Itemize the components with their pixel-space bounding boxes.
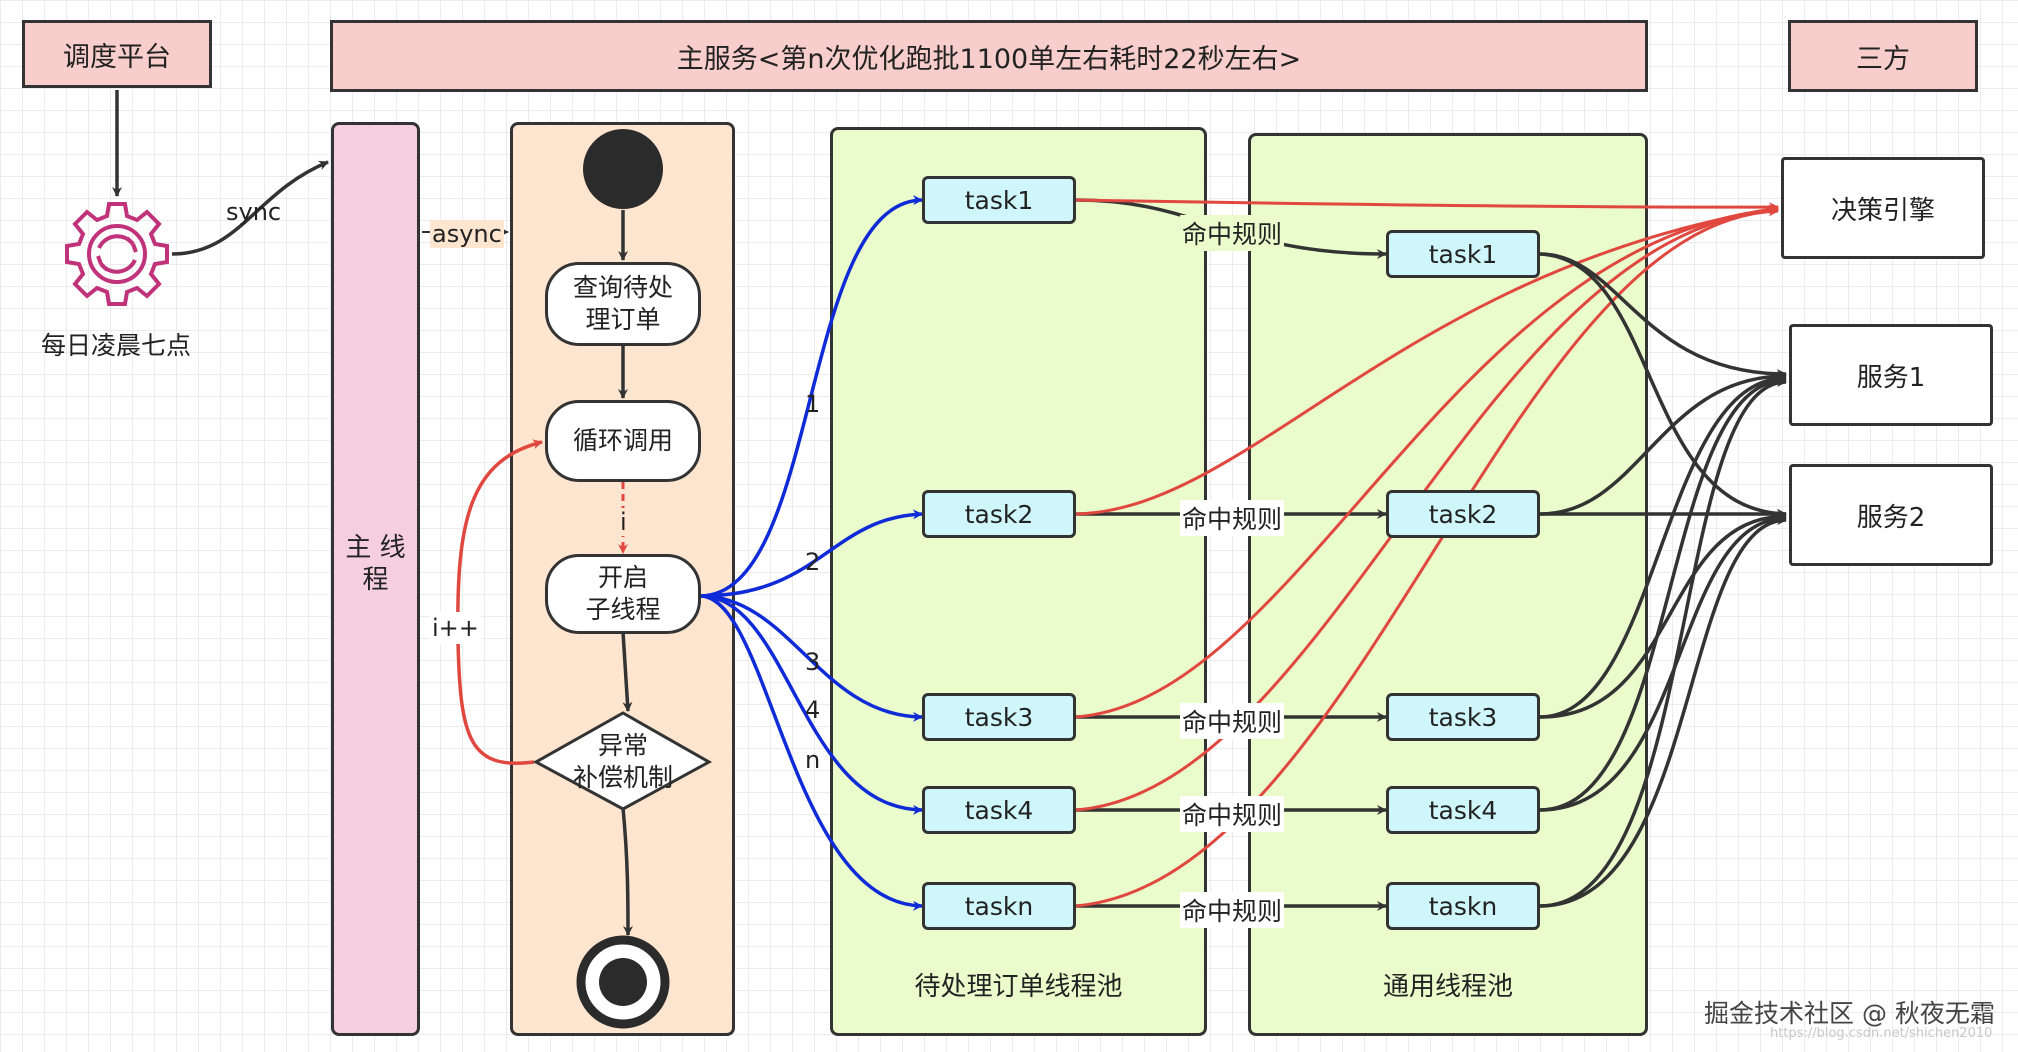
main-thread-label: 主 线 程 [345, 533, 406, 595]
rule-label-3: 命中规则 [1180, 703, 1285, 739]
end-node [576, 935, 670, 1029]
edge-svc1-from-2 [1539, 371, 1787, 516]
pending-task-1: task1 [922, 176, 1076, 224]
watermark-text: 掘金技术社区 @ 秋夜无霜 [1704, 999, 1995, 1028]
retry-label: i++ [430, 612, 481, 644]
start-node [583, 129, 663, 209]
exception-diamond [532, 711, 713, 811]
edge-decision-n [1075, 206, 1779, 908]
rule-label-2: 命中规则 [1180, 500, 1285, 536]
edge-exception-to-end [621, 807, 633, 936]
query-pending-orders-node: 查询待处 理订单 [545, 262, 701, 346]
pending-pool-label: 待处理订单线程池 [914, 972, 1123, 1002]
rule-label-n: 命中规则 [1180, 892, 1285, 928]
exception-compensation-label: 异常 补偿机制 [572, 731, 673, 792]
third-party-header: 三方 [1788, 20, 1978, 92]
loop-call-node: 循环调用 [545, 400, 701, 482]
branch-label-2: 2 [805, 548, 821, 576]
edge-svc2-from-4 [1539, 513, 1787, 812]
branch-label-n: n [805, 746, 821, 774]
i-label: i [620, 508, 627, 536]
general-task-4: task4 [1386, 786, 1540, 834]
edge-decision-2 [1075, 204, 1779, 516]
service-1-box: 服务1 [1789, 324, 1993, 426]
sync-label: sync [226, 198, 282, 226]
edge-svc2-from-1 [1539, 252, 1787, 519]
decision-engine-box: 决策引擎 [1781, 157, 1985, 259]
general-task-2: task2 [1386, 490, 1540, 538]
branch-label-1: 1 [805, 390, 821, 418]
edge-svc1-from-3 [1539, 373, 1787, 719]
branch-label-4: 4 [805, 696, 821, 724]
edge-start-thread-to-exception [621, 631, 633, 712]
edge-branch-4 [699, 594, 923, 815]
edge-retry-loop [456, 439, 543, 765]
edge-branch-2 [699, 509, 923, 598]
edge-svc1-from-n [1539, 377, 1787, 908]
trigger-time-label: 每日凌晨七点 [40, 331, 191, 360]
pending-task-4: task4 [922, 786, 1076, 834]
pending-task-3: task3 [922, 693, 1076, 741]
rule-label-1: 命中规则 [1180, 215, 1285, 251]
service-2-box: 服务2 [1789, 464, 1993, 566]
pending-order-thread-pool [830, 127, 1207, 1036]
start-subthread-node: 开启 子线程 [545, 554, 701, 634]
edge-branch-n [699, 594, 923, 911]
edge-branch-1 [699, 195, 923, 598]
rule-label-4: 命中规则 [1180, 796, 1285, 832]
edge-decision-3 [1075, 204, 1779, 719]
refresh-gear-icon [65, 202, 169, 306]
edge-svc1-from-1 [1539, 252, 1787, 379]
general-pool-label: 通用线程池 [1382, 972, 1513, 1002]
pending-task-n: taskn [922, 882, 1076, 930]
edge-branch-3 [699, 594, 923, 722]
general-task-n: taskn [1386, 882, 1540, 930]
edge-decision-1 [1075, 198, 1779, 213]
edge-svc2-from-3 [1539, 511, 1787, 719]
main-thread-lane [331, 122, 420, 1036]
branch-label-3: 3 [805, 648, 821, 676]
general-task-3: task3 [1386, 693, 1540, 741]
edge-svc1-from-4 [1539, 375, 1787, 812]
general-task-1: task1 [1386, 230, 1540, 278]
pending-task-2: task2 [922, 490, 1076, 538]
edge-svc2-from-n [1539, 515, 1787, 908]
async-label: async [430, 220, 504, 248]
main-service-header: 主服务<第n次优化跑批1100单左右耗时22秒左右> [330, 20, 1648, 92]
scheduler-platform-header: 调度平台 [22, 20, 212, 88]
watermark-url: https://blog.csdn.net/shichen2010 [1770, 1026, 1993, 1041]
edge-sync [171, 160, 329, 256]
